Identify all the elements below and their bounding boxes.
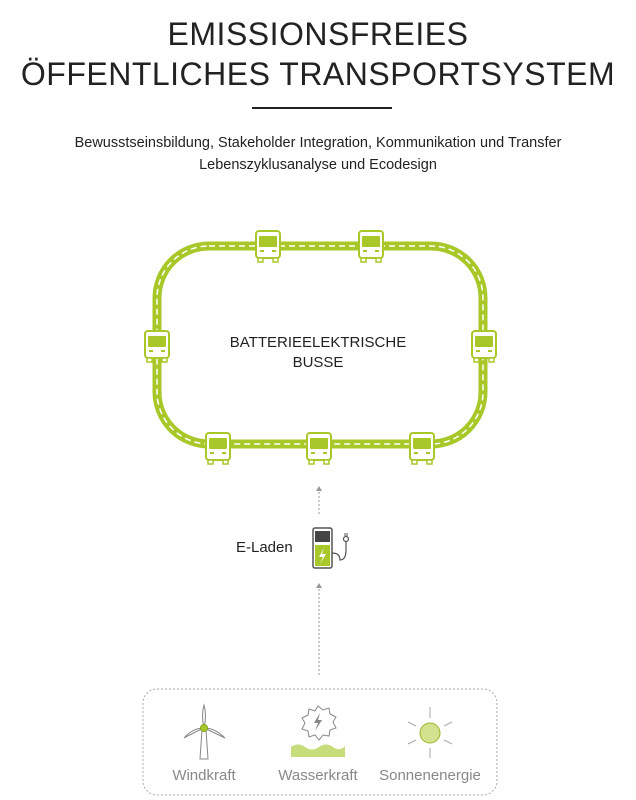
bus-icon — [144, 330, 170, 363]
bus-icon — [358, 230, 384, 263]
arrow-up-icon — [316, 486, 322, 514]
source-label-hydro: Wasserkraft — [278, 767, 358, 784]
bus-icon — [409, 432, 435, 465]
subtitle-line-2: Lebenszyklusanalyse und Ecodesign — [199, 157, 437, 173]
bus-icon — [255, 230, 281, 263]
loop-label-line-1: BATTERIEELEKTRISCHE — [229, 334, 407, 351]
sun-icon — [407, 707, 453, 758]
wind-turbine-icon — [183, 703, 226, 760]
title-line-1: EMISSIONSFREIES — [167, 16, 469, 52]
subtitle-line-1: Bewusstseinsbildung, Stakeholder Integra… — [74, 135, 562, 151]
charging-station-icon — [312, 527, 350, 569]
loop-label-line-2: BUSSE — [292, 354, 344, 371]
bus-icon — [205, 432, 231, 465]
title-line-2: ÖFFENTLICHES TRANSPORTSYSTEM — [20, 56, 616, 92]
bus-icon — [471, 330, 497, 363]
arrow-up-icon — [316, 583, 322, 675]
hydro-turbine-icon — [291, 705, 345, 757]
source-label-solar: Sonnenenergie — [379, 767, 481, 784]
bus-icon — [306, 432, 332, 465]
title-divider — [252, 107, 392, 109]
charging-label: E-Laden — [236, 539, 293, 556]
source-label-wind: Windkraft — [172, 767, 236, 784]
